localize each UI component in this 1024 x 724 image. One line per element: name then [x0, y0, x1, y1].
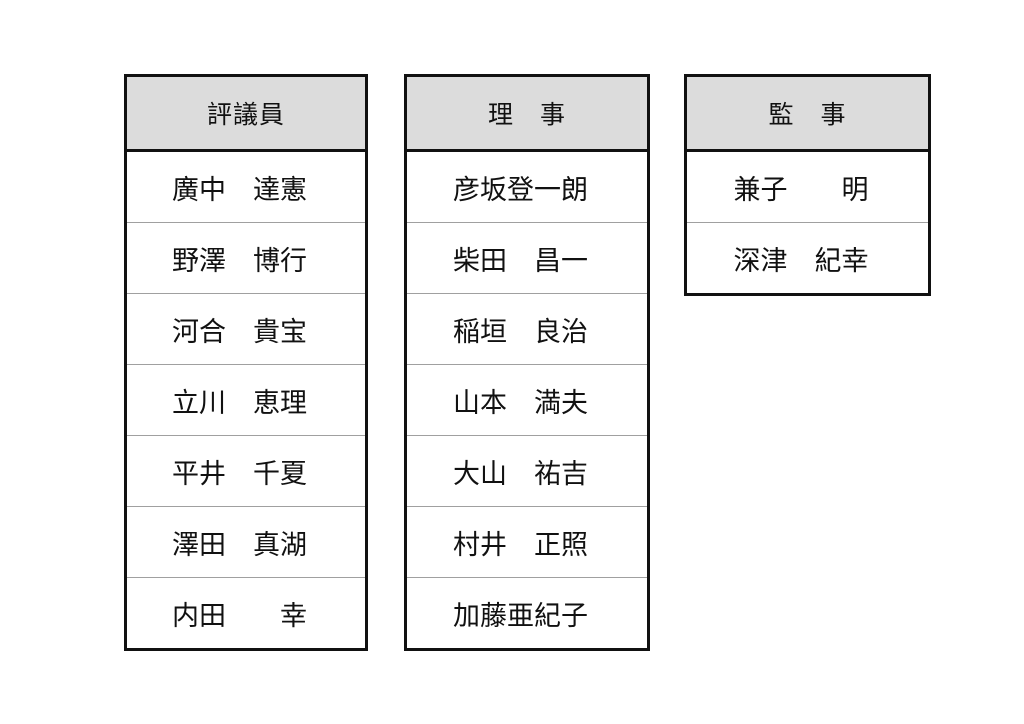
- table-row: 彦坂登一朗: [407, 152, 647, 223]
- member-name: 深津 紀幸: [733, 245, 869, 277]
- member-name: 山本 満夫: [453, 387, 588, 419]
- member-name: 平井 千夏: [172, 458, 307, 490]
- table-row: 澤田 真湖: [127, 507, 365, 578]
- member-name: 村井 正照: [453, 529, 588, 561]
- table-row: 立川 恵理: [127, 365, 365, 436]
- table-row: 河合 貴宝: [127, 294, 365, 365]
- auditors-header: 監 事: [687, 77, 928, 152]
- directors-table: 理 事 彦坂登一朗 柴田 昌一 稲垣 良治 山本 満夫 大山 祐吉 村井 正照 …: [404, 74, 650, 651]
- table-row: 平井 千夏: [127, 436, 365, 507]
- table-row: 柴田 昌一: [407, 223, 647, 294]
- member-name: 大山 祐吉: [453, 458, 588, 490]
- directors-header: 理 事: [407, 77, 647, 152]
- member-name: 野澤 博行: [172, 245, 307, 277]
- table-row: 稲垣 良治: [407, 294, 647, 365]
- member-name: 稲垣 良治: [453, 316, 588, 348]
- member-name: 彦坂登一朗: [453, 174, 588, 206]
- member-name: 廣中 達憲: [172, 174, 307, 206]
- table-row: 野澤 博行: [127, 223, 365, 294]
- table-row: 廣中 達憲: [127, 152, 365, 223]
- table-row: 山本 満夫: [407, 365, 647, 436]
- auditors-table: 監 事 兼子 明 深津 紀幸: [684, 74, 931, 296]
- member-name: 澤田 真湖: [172, 529, 307, 561]
- table-row: 村井 正照: [407, 507, 647, 578]
- member-name: 兼子 明: [733, 174, 869, 206]
- table-row: 加藤亜紀子: [407, 578, 647, 648]
- member-name: 河合 貴宝: [172, 316, 307, 348]
- councillors-table: 評議員 廣中 達憲 野澤 博行 河合 貴宝 立川 恵理 平井 千夏 澤田 真湖 …: [124, 74, 368, 651]
- member-name: 立川 恵理: [172, 387, 307, 419]
- member-name: 柴田 昌一: [453, 245, 588, 277]
- table-row: 大山 祐吉: [407, 436, 647, 507]
- member-name: 内田 幸: [172, 600, 307, 632]
- table-row: 兼子 明: [687, 152, 928, 223]
- table-row: 内田 幸: [127, 578, 365, 648]
- councillors-header: 評議員: [127, 77, 365, 152]
- member-name: 加藤亜紀子: [453, 600, 588, 632]
- table-row: 深津 紀幸: [687, 223, 928, 293]
